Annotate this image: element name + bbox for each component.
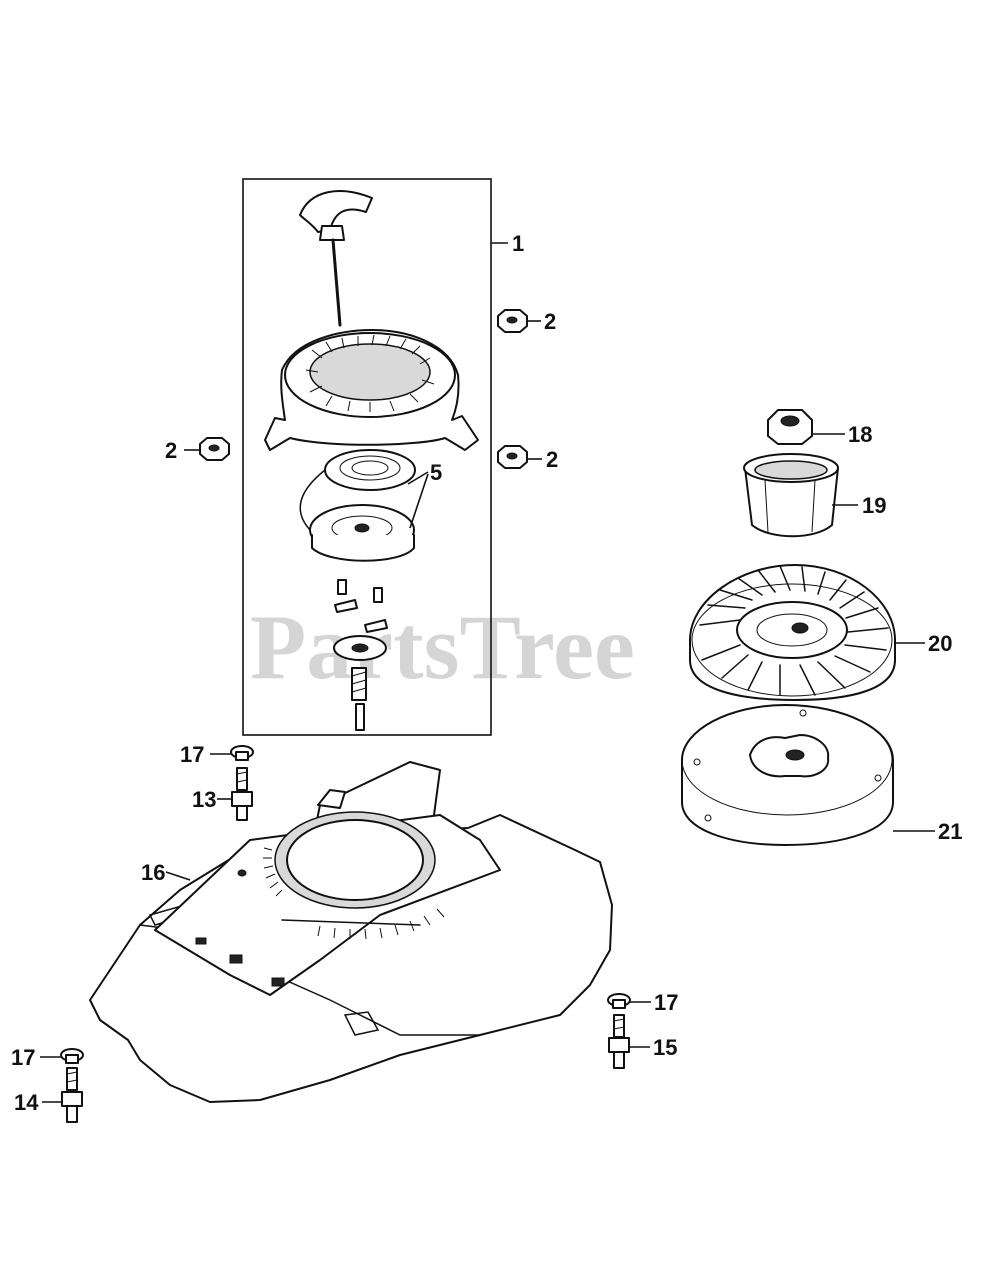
recoil-starter-assembly[interactable] [242,178,492,736]
callout-13: 13 [192,787,216,812]
callout-19: 19 [862,493,886,518]
callout-18: 18 [848,422,872,447]
washer-lower-left[interactable] [60,1048,84,1064]
flywheel[interactable] [681,704,894,846]
callout-17-right: 17 [654,990,678,1015]
callout-1: 1 [512,231,524,256]
fan-blades [699,565,889,696]
flange-nut-upper[interactable] [497,309,528,333]
starter-cup[interactable] [743,453,839,538]
callout-21: 21 [938,819,962,844]
callout-17-upper: 17 [180,742,204,767]
housing-vents [305,334,435,412]
callout-17-lower: 17 [11,1045,35,1070]
callout-2-right: 2 [546,447,558,472]
flange-nut-right[interactable] [497,445,528,469]
housing-teeth [263,847,445,940]
stud-bolt-14[interactable] [61,1067,83,1123]
watermark-text: PartsTree [250,596,635,698]
callout-16: 16 [141,860,165,885]
flange-nut-left[interactable] [199,437,230,461]
stud-bolt-13[interactable] [231,767,253,821]
washer-right[interactable] [607,993,631,1009]
callout-15: 15 [653,1035,677,1060]
callout-2-upper: 2 [544,309,556,334]
callout-14: 14 [14,1090,39,1115]
cooling-fan[interactable] [689,564,896,701]
callout-5: 5 [430,460,442,485]
blower-housing[interactable] [89,761,613,1103]
callout-20: 20 [928,631,952,656]
washer-upper-left[interactable] [230,745,254,761]
stud-bolt-15[interactable] [608,1014,630,1069]
callout-2-left: 2 [165,438,177,463]
flywheel-nut[interactable] [767,409,813,445]
